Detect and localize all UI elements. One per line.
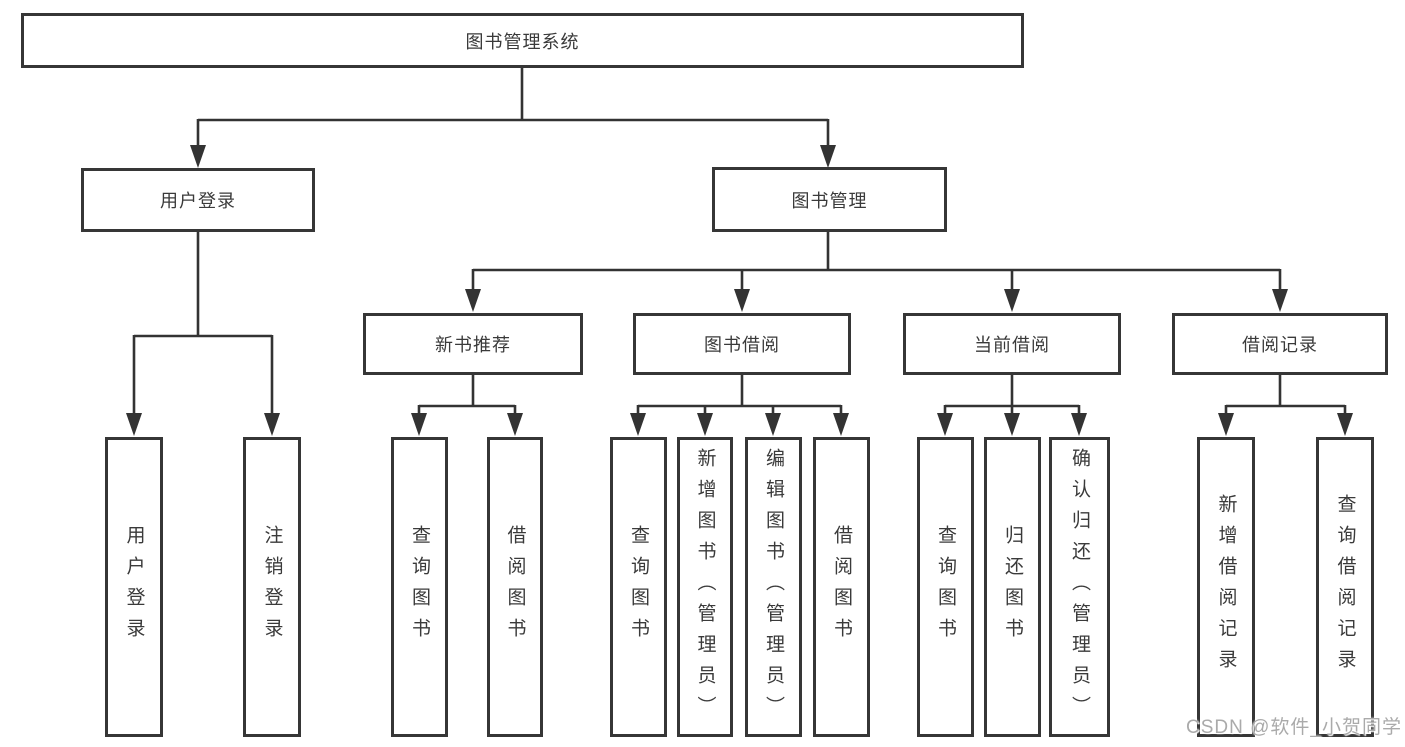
leaf-query-borrow-record: 查询借阅记录 [1316, 437, 1374, 737]
leaf-user-login: 用户登录 [105, 437, 163, 737]
leaf-edit-book-admin: 编辑图书（管理员） [745, 437, 802, 737]
leaf-label: 确认归还（管理员） [1069, 447, 1090, 727]
node-book-management: 图书管理 [712, 167, 947, 232]
leaf-borrow-books-borrowing: 借阅图书 [813, 437, 870, 737]
node-library-management-system: 图书管理系统 [21, 13, 1024, 68]
leaf-label: 借阅图书 [504, 525, 526, 649]
leaf-label: 查询借阅记录 [1334, 494, 1356, 680]
leaf-label: 归还图书 [1002, 525, 1023, 649]
node-book-borrowing: 图书借阅 [633, 313, 851, 375]
leaf-label: 查询图书 [628, 525, 649, 649]
leaf-label: 新增借阅记录 [1215, 494, 1237, 680]
leaf-label: 查询图书 [409, 525, 430, 649]
leaf-label: 新增图书（管理员） [694, 447, 716, 727]
leaf-label: 借阅图书 [831, 525, 852, 649]
leaf-query-books-borrowing: 查询图书 [610, 437, 667, 737]
watermark: CSDN @软件_小贺同学 [1186, 717, 1402, 738]
node-borrowing-records: 借阅记录 [1172, 313, 1388, 375]
leaf-label: 注销登录 [261, 525, 283, 649]
leaf-query-books-recommend: 查询图书 [391, 437, 448, 737]
node-new-book-recommend: 新书推荐 [363, 313, 583, 375]
leaf-logout: 注销登录 [243, 437, 301, 737]
node-current-borrowing: 当前借阅 [903, 313, 1121, 375]
leaf-borrow-books-recommend: 借阅图书 [487, 437, 543, 737]
leaf-label: 用户登录 [123, 525, 145, 649]
node-user-login: 用户登录 [81, 168, 315, 232]
leaf-add-book-admin: 新增图书（管理员） [677, 437, 733, 737]
leaf-return-book: 归还图书 [984, 437, 1041, 737]
leaf-query-books-current: 查询图书 [917, 437, 974, 737]
leaf-confirm-return-admin: 确认归还（管理员） [1049, 437, 1110, 737]
leaf-add-borrow-record: 新增借阅记录 [1197, 437, 1255, 737]
leaf-label: 编辑图书（管理员） [763, 447, 784, 727]
leaf-label: 查询图书 [935, 525, 956, 649]
